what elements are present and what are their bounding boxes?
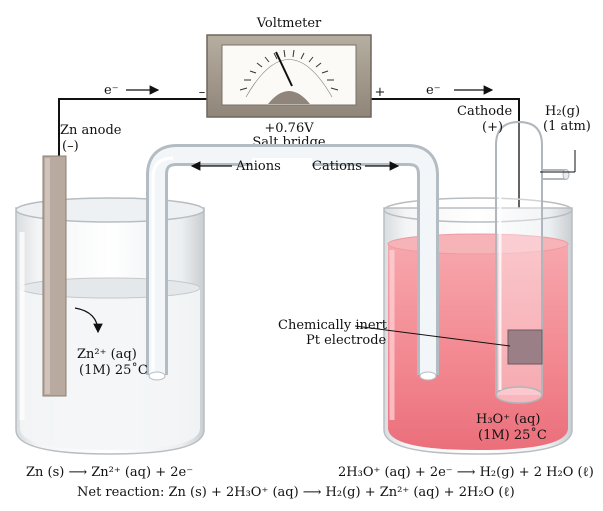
zn-conditions-label: (1M) 25˚C: [79, 362, 148, 378]
electron-label-right: e⁻: [426, 83, 441, 98]
platinum-electrode: [507, 329, 543, 365]
cations-label: Cations: [312, 159, 362, 174]
anions-label: Anions: [235, 159, 281, 174]
anode-sign: (–): [62, 139, 79, 154]
salt-bridge-tube: [146, 144, 439, 381]
cell-voltage: +0.76V: [264, 121, 314, 136]
electron-label-left: e⁻: [104, 83, 119, 98]
cathode-half-reaction: 2H₃O⁺ (aq) + 2e⁻ ⟶ H₂(g) + 2 H₂O (ℓ): [338, 465, 594, 480]
voltmeter-scale-ticks: [239, 49, 339, 91]
h3o-solution-label: H₃O⁺ (aq): [476, 412, 540, 427]
net-reaction: Net reaction: Zn (s) + 2H₃O⁺ (aq) ⟶ H₂(g…: [77, 485, 515, 500]
h3o-conditions-label: (1M) 25˚C: [478, 427, 547, 443]
cathode-label: Cathode: [457, 104, 512, 119]
inert-electrode-label-1: Chemically inert: [278, 318, 388, 333]
voltmeter: Voltmeter +0.76V Salt bridge – +: [199, 16, 386, 150]
zn-solution-label: Zn²⁺ (aq): [77, 347, 137, 362]
pt-electrode-pointer: [354, 325, 511, 347]
h2-gas-label: H₂(g): [545, 104, 580, 119]
voltmeter-needle: [275, 51, 293, 87]
anode-half-reaction: Zn (s) ⟶ Zn²⁺ (aq) + 2e⁻: [26, 465, 193, 480]
negative-terminal: –: [199, 85, 206, 100]
inert-electrode-label-2: Pt electrode: [306, 333, 387, 348]
voltmeter-title: Voltmeter: [256, 16, 322, 31]
zn-ion-arrow: [74, 307, 103, 334]
h2-pressure-label: (1 atm): [543, 119, 591, 134]
cathode-sign: (+): [482, 120, 503, 135]
positive-terminal: +: [375, 85, 386, 100]
anode-label: Zn anode: [60, 123, 122, 138]
